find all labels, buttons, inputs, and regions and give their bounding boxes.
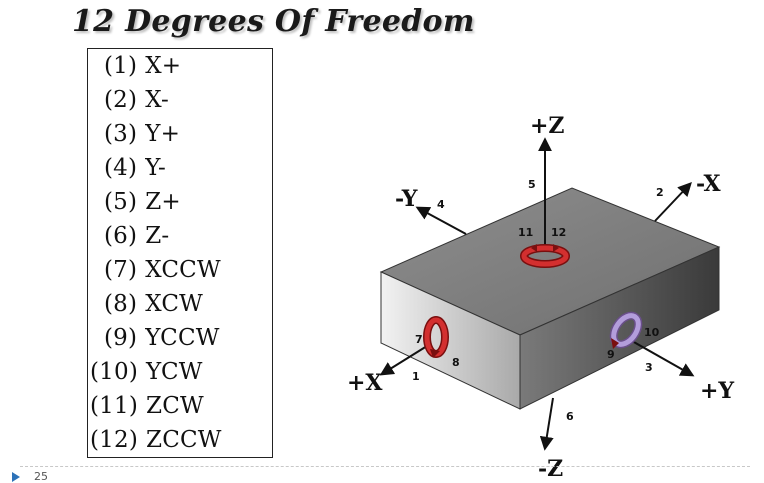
axis-label-plus-y: +Y [700,378,734,404]
legend-index: (6) [104,223,138,249]
x-rotation-icon [423,316,449,358]
legend-index: (2) [104,87,138,113]
dof-number: 11 [518,226,533,239]
z-minus-arrow [539,397,554,451]
dof-number: 4 [437,198,445,211]
axis-label-plus-x: +X [347,370,383,396]
legend-item: (5) Z+ [104,189,181,215]
legend-item: (3) Y+ [104,121,180,147]
axis-label-minus-y: -Y [395,186,418,212]
legend-index: (11) [90,393,139,419]
legend-item: (10) YCW [90,359,203,385]
legend-label: XCCW [145,257,221,283]
legend-index: (8) [104,291,138,317]
legend-label: X- [145,87,169,113]
x-plus-arrow [379,345,428,376]
legend-index: (7) [104,257,138,283]
legend-item: (8) XCW [104,291,203,317]
y-minus-arrow [415,206,467,235]
x-minus-arrow [654,181,692,222]
play-triangle-icon [12,472,20,482]
legend-index: (3) [104,121,138,147]
legend-label: Z- [145,223,170,249]
legend-item: (6) Z- [104,223,169,249]
axis-label-minus-x: -X [696,171,722,197]
legend-label: X+ [145,53,182,79]
y-plus-arrow [631,340,695,377]
slide-title: 12 Degrees Of Freedom [72,4,475,39]
legend-item: (12) ZCCW [90,427,222,453]
axis-label-minus-z: -Z [538,456,563,482]
dof-number: 2 [656,186,664,199]
footer-divider [20,466,750,467]
legend-label: XCW [145,291,203,317]
legend-label: Z+ [145,189,181,215]
dof-number: 9 [607,348,615,361]
legend-label: ZCW [146,393,204,419]
legend-label: ZCCW [146,427,222,453]
dof-number: 6 [566,410,574,423]
page-number: 25 [34,470,48,483]
dof-legend-box: (1) X+ (2) X- (3) Y+ (4) Y- (5) Z+ (6) Z- (7) X… [87,48,273,458]
dof-number: 1 [412,370,420,383]
y-rotation-icon [609,311,643,349]
legend-label: YCCW [145,325,220,351]
legend-index: (10) [90,359,139,385]
legend-label: Y- [145,155,167,181]
legend-label: YCW [146,359,203,385]
dof-number: 8 [452,356,460,369]
z-rotation-icon [520,244,570,268]
dof-number: 7 [415,333,423,346]
legend-index: (1) [104,53,138,79]
legend-label: Y+ [145,121,181,147]
legend-index: (5) [104,189,138,215]
dof-number: 5 [528,178,536,191]
legend-item: (7) XCCW [104,257,221,283]
dof-number: 3 [645,361,653,374]
dof-number: 10 [644,326,660,339]
legend-index: (4) [104,155,138,181]
legend-item: (9) YCCW [104,325,220,351]
legend-item: (11) ZCW [90,393,204,419]
dof-number: 12 [551,226,566,239]
legend-item: (2) X- [104,87,169,113]
legend-index: (12) [90,427,139,453]
legend-item: (4) Y- [104,155,166,181]
legend-index: (9) [104,325,138,351]
axis-label-plus-z: +Z [530,113,565,139]
legend-item: (1) X+ [104,53,181,79]
